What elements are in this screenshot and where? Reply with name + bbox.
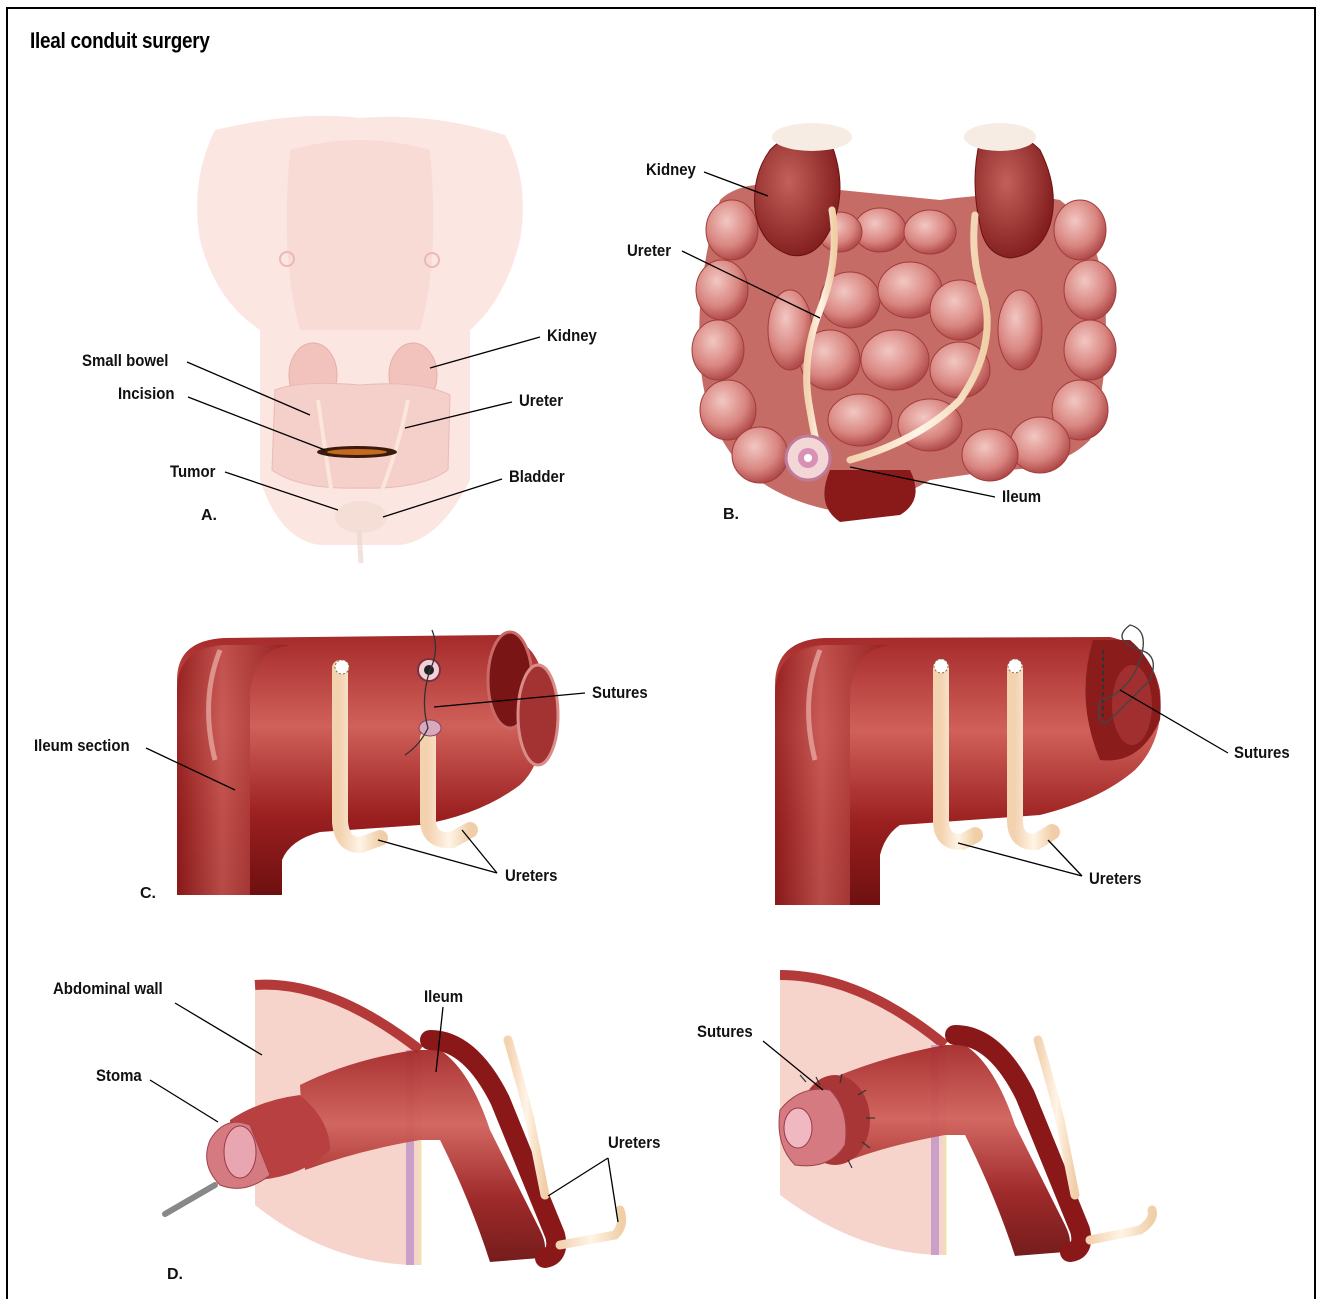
label-sutures-c: Sutures <box>592 683 648 703</box>
label-tumor: Tumor <box>170 462 215 482</box>
label-bladder: Bladder <box>509 467 565 487</box>
label-ureters-d: Ureters <box>608 1133 660 1153</box>
label-ileum-d: Ileum <box>424 987 463 1007</box>
label-ureter-b: Ureter <box>627 241 671 261</box>
incision-highlight <box>327 449 387 455</box>
label-ureters-c2: Ureters <box>1089 869 1141 889</box>
label-ureter-a: Ureter <box>519 391 563 411</box>
panel-label-a: A. <box>201 506 217 526</box>
label-ileum-b: Ileum <box>1002 487 1041 507</box>
label-kidney-a: Kidney <box>547 326 597 346</box>
panel-label-c: C. <box>140 884 156 904</box>
panel-c-ileum-left <box>177 632 558 895</box>
panel-label-d: D. <box>167 1265 183 1285</box>
label-incision: Incision <box>118 384 175 404</box>
label-small-bowel: Small bowel <box>82 351 168 371</box>
panel-label-b: B. <box>723 505 739 525</box>
panel-b-bowel <box>692 184 1116 522</box>
label-ureters-c: Ureters <box>505 866 557 886</box>
label-stoma: Stoma <box>96 1066 142 1086</box>
label-abdominal-wall: Abdominal wall <box>53 979 163 999</box>
label-ileum-section: Ileum section <box>34 736 130 756</box>
panel-b-stoma <box>786 436 830 480</box>
label-kidney-b: Kidney <box>646 160 696 180</box>
label-sutures-d2: Sutures <box>697 1022 753 1042</box>
panel-c-ileum-right <box>775 637 1161 905</box>
label-sutures-c2: Sutures <box>1234 743 1290 763</box>
